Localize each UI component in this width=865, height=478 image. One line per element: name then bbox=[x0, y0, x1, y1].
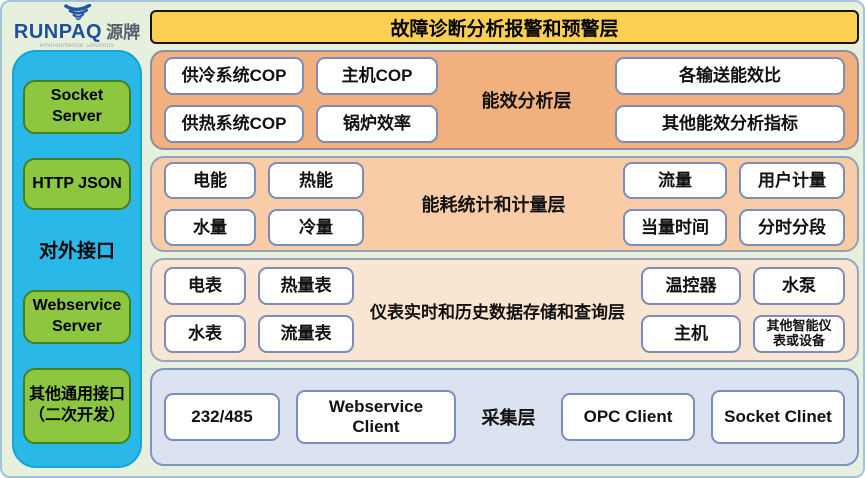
layer-box-group-right: 流量 用户计量 当量时间 分时分段 bbox=[623, 162, 845, 246]
layer-box-group-left: 232/485 Webservice Client bbox=[164, 390, 456, 444]
layer-box: 水表 bbox=[164, 315, 246, 353]
brand-tagline: environmental solutions bbox=[39, 43, 115, 49]
layer-box: 流量 bbox=[623, 162, 727, 199]
layer-box: 当量时间 bbox=[623, 209, 727, 246]
layer-box: 温控器 bbox=[641, 267, 741, 305]
layer-title: 能耗统计和计量层 bbox=[421, 195, 566, 215]
brand-logo: RUNPAQ 源牌 environmental solutions bbox=[12, 4, 142, 50]
layer-box: 主机COP bbox=[316, 57, 438, 95]
layer-box: 电表 bbox=[164, 267, 246, 305]
layer-box: 流量表 bbox=[258, 315, 354, 353]
layer-box: 各输送能效比 bbox=[615, 57, 845, 95]
layer-box: 232/485 bbox=[164, 393, 280, 441]
alarm-layer-banner: 故障诊断分析报警和预警层 bbox=[150, 10, 859, 44]
brand-name: RUNPAQ bbox=[13, 21, 103, 43]
layer-title: 采集层 bbox=[481, 408, 536, 428]
layer-box: 用户计量 bbox=[739, 162, 845, 199]
layer-box: 热能 bbox=[268, 162, 364, 199]
layer-title: 能效分析层 bbox=[481, 91, 572, 111]
layer-box: 主机 bbox=[641, 315, 741, 353]
layer-box: OPC Client bbox=[561, 393, 695, 441]
layers-column: 故障诊断分析报警和预警层 供冷系统COP 主机COP 供热系统COP 锅炉效率 … bbox=[150, 10, 859, 466]
layer-box: 冷量 bbox=[268, 209, 364, 246]
sidebar-item-http-json: HTTP JSON bbox=[23, 157, 131, 210]
external-interface-panel: Socket Server HTTP JSON 对外接口 Webservice … bbox=[12, 50, 142, 468]
layer-box: 电能 bbox=[164, 162, 256, 199]
layer-box-group-right: 温控器 水泵 主机 其他智能仪表或设备 bbox=[641, 267, 845, 353]
layer-box: 热量表 bbox=[258, 267, 354, 305]
layer-box-group-right: 各输送能效比 其他能效分析指标 bbox=[615, 57, 845, 143]
sidebar-item-other-generic-interface: 其他通用接口（二次开发） bbox=[23, 367, 131, 444]
layer-energy-statistics-metering: 电能 热能 水量 冷量 能耗统计和计量层 流量 用户计量 当量时间 分时分段 bbox=[150, 156, 859, 252]
layer-box-group-left: 供冷系统COP 主机COP 供热系统COP 锅炉效率 bbox=[164, 57, 438, 143]
layer-box: 水量 bbox=[164, 209, 256, 246]
brand-name-cn: 源牌 bbox=[106, 23, 141, 42]
layer-acquisition: 232/485 Webservice Client 采集层 OPC Client… bbox=[150, 368, 859, 466]
sidebar-item-socket-server: Socket Server bbox=[23, 80, 131, 134]
layer-title: 仪表实时和历史数据存储和查询层 bbox=[370, 302, 625, 322]
layer-box: 锅炉效率 bbox=[316, 105, 438, 143]
layer-box-group-left: 电能 热能 水量 冷量 bbox=[164, 162, 364, 246]
layer-box: 其他能效分析指标 bbox=[615, 105, 845, 143]
layer-box-group-left: 电表 热量表 水表 流量表 bbox=[164, 267, 354, 353]
layer-box: Webservice Client bbox=[296, 390, 456, 444]
layer-energy-efficiency-analysis: 供冷系统COP 主机COP 供热系统COP 锅炉效率 能效分析层 各输送能效比 … bbox=[150, 50, 859, 150]
external-interface-label: 对外接口 bbox=[38, 241, 115, 263]
layer-box: 分时分段 bbox=[739, 209, 845, 246]
layer-box: Socket Clinet bbox=[711, 390, 845, 444]
layer-box-group-right: OPC Client Socket Clinet bbox=[561, 390, 845, 444]
layer-box: 水泵 bbox=[753, 267, 845, 305]
sidebar-item-webservice-server: Webservice Server bbox=[23, 289, 131, 344]
layer-box: 其他智能仪表或设备 bbox=[753, 315, 845, 353]
layer-box: 供热系统COP bbox=[164, 105, 304, 143]
layer-meter-data-storage-query: 电表 热量表 水表 流量表 仪表实时和历史数据存储和查询层 温控器 水泵 主机 … bbox=[150, 258, 859, 362]
layer-box: 供冷系统COP bbox=[164, 57, 304, 95]
tornado-icon bbox=[64, 4, 92, 21]
